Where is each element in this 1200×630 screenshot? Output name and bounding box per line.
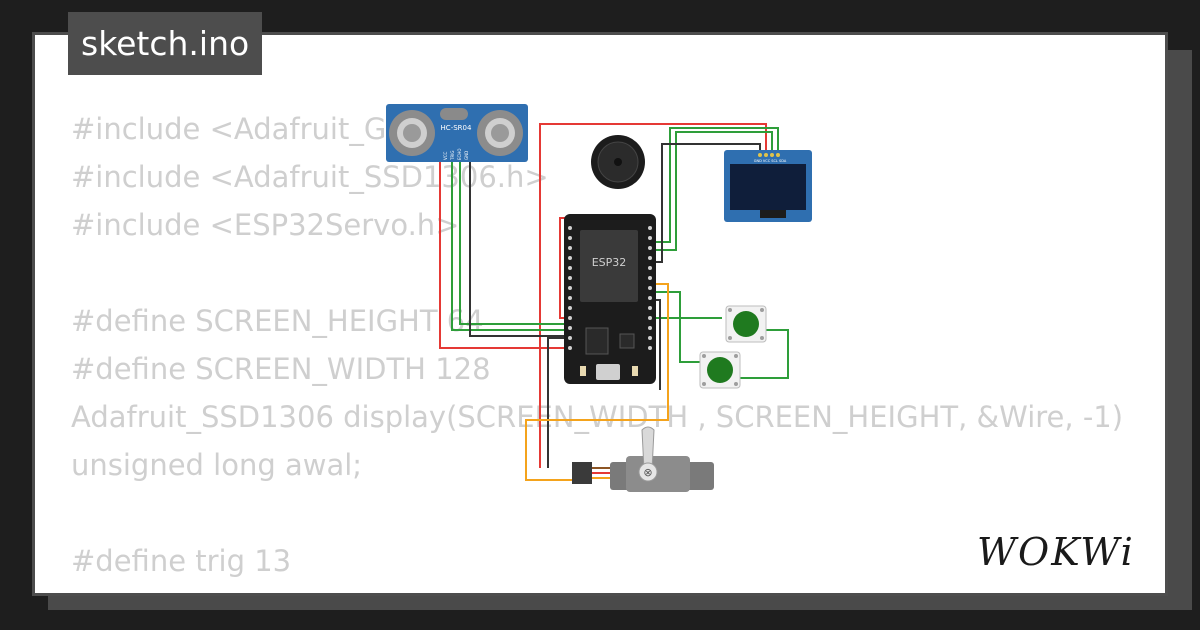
code-line: #define SCREEN_WIDTH 128	[71, 352, 491, 386]
code-line: #define trig 13	[71, 544, 292, 578]
wire-green	[451, 162, 568, 331]
code-line: #include <ESP32Servo.h>	[71, 208, 460, 242]
wokwi-logo: WOKWi	[977, 530, 1135, 574]
wire-orange	[525, 283, 669, 481]
sensor-pin-label: TRIG	[450, 150, 455, 161]
mcu-label: ESP32	[592, 256, 627, 269]
pushbutton	[725, 305, 767, 343]
buzzer	[591, 135, 645, 189]
wire-green	[654, 131, 773, 251]
wire-red	[439, 162, 568, 349]
ultrasonic-sensor: HC-SR04 VCC TRIG ECHO GND	[386, 104, 528, 162]
code-line: #include <Adafruit_SSD1306.h>	[71, 160, 549, 194]
sensor-pin-label: VCC	[443, 151, 448, 160]
pushbutton	[699, 351, 741, 389]
code-line: #define echo 12	[71, 585, 1123, 593]
sensor-pin-label: ECHO	[457, 149, 462, 160]
wire-black	[654, 143, 761, 263]
code-line: #define SCREEN_HEIGHT 64	[71, 304, 484, 338]
servo-motor: ⊗	[572, 426, 714, 492]
code-line: Adafruit_SSD1306 display(SCREEN_WIDTH , …	[71, 400, 1124, 434]
file-title: sketch.ino	[68, 12, 263, 75]
sensor-label: HC-SR04	[441, 124, 472, 132]
esp32-board: ESP32	[564, 214, 656, 384]
wire-black	[547, 337, 568, 468]
usb-port	[596, 364, 620, 380]
wires	[439, 123, 789, 481]
oled-pin-label: GND VCC SCL SDA	[754, 159, 787, 163]
wire-green	[654, 291, 704, 363]
code-line: unsigned long awal;	[71, 448, 363, 482]
brand-wordmark: WOKWi	[977, 530, 1135, 574]
svg-text:⊗: ⊗	[643, 466, 652, 479]
wire-green	[459, 162, 568, 325]
servo-horn	[641, 426, 655, 471]
sensor-pin-label: GND	[464, 151, 469, 160]
wire-red	[539, 123, 767, 468]
wire-black	[469, 162, 568, 337]
wire-green	[740, 329, 789, 379]
oled-display: GND VCC SCL SDA	[724, 150, 812, 222]
wire-green	[654, 127, 779, 243]
